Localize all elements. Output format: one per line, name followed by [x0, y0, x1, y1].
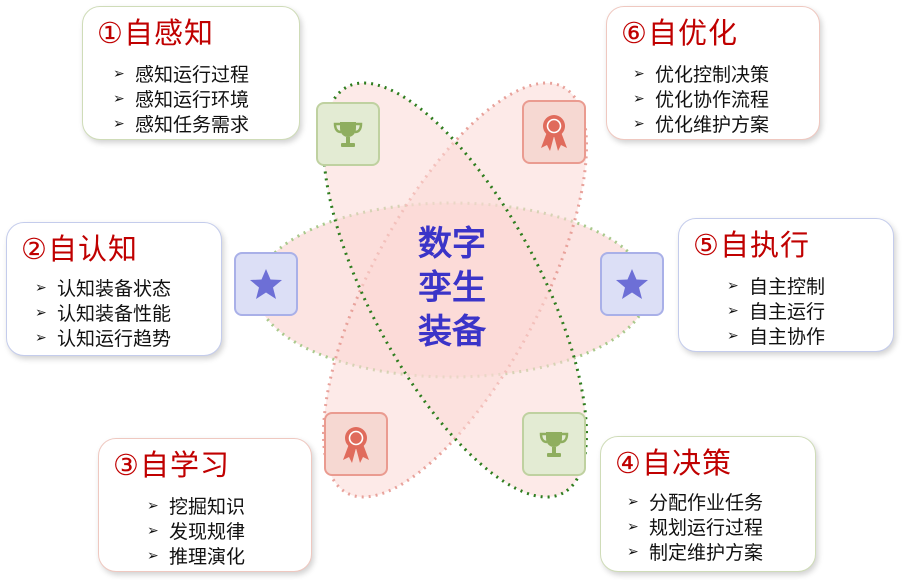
- bullet-arrow-icon: ➢: [113, 90, 125, 107]
- card-title: ③自学习: [113, 448, 230, 482]
- list-item: ➢ 制定维护方案: [627, 539, 763, 564]
- card-item-list: ➢ 感知运行过程 ➢ 感知运行环境 ➢ 感知任务需求: [113, 61, 249, 136]
- card-self-execution: ⑤自执行 ➢ 自主控制 ➢ 自主运行 ➢ 自主协作: [678, 218, 894, 352]
- item-text: 认知运行趋势: [57, 328, 172, 350]
- item-text: 感知任务需求: [135, 114, 250, 136]
- item-text: 认知装备状态: [57, 278, 172, 300]
- item-text: 优化协作流程: [655, 89, 770, 111]
- tilted-ellipse-green: [322, 81, 588, 499]
- item-text: 感知运行环境: [135, 89, 250, 111]
- award-ribbon-icon: [343, 427, 369, 463]
- card-title: ②自认知: [21, 232, 138, 266]
- list-item: ➢ 感知运行环境: [113, 86, 249, 111]
- bullet-arrow-icon: ➢: [727, 302, 739, 319]
- card-self-decision: ④自决策 ➢ 分配作业任务 ➢ 规划运行过程 ➢ 制定维护方案: [600, 436, 816, 572]
- card-title: ⑥自优化: [621, 16, 738, 50]
- bullet-arrow-icon: ➢: [147, 497, 159, 514]
- card-item-list: ➢ 分配作业任务 ➢ 规划运行过程 ➢ 制定维护方案: [627, 489, 763, 564]
- item-text: 分配作业任务: [649, 492, 764, 514]
- list-item: ➢ 认知装备状态: [35, 275, 171, 300]
- trophy-box-top-left: [316, 102, 380, 166]
- bullet-arrow-icon: ➢: [113, 65, 125, 82]
- trophy-icon: [333, 122, 363, 147]
- star-icon: [250, 269, 282, 299]
- list-item: ➢ 发现规律: [147, 518, 245, 543]
- list-item: ➢ 优化控制决策: [633, 61, 769, 86]
- bullet-arrow-icon: ➢: [633, 65, 645, 82]
- card-self-cognition: ②自认知 ➢ 认知装备状态 ➢ 认知装备性能 ➢ 认知运行趋势: [6, 222, 222, 356]
- item-text: 自主控制: [749, 276, 826, 298]
- bullet-arrow-icon: ➢: [633, 90, 645, 107]
- trophy-icon: [539, 432, 569, 457]
- item-text: 推理演化: [169, 546, 246, 568]
- list-item: ➢ 认知运行趋势: [35, 325, 171, 350]
- card-item-list: ➢ 自主控制 ➢ 自主运行 ➢ 自主协作: [727, 273, 825, 348]
- bullet-arrow-icon: ➢: [627, 543, 639, 560]
- list-item: ➢ 认知装备性能: [35, 300, 171, 325]
- list-item: ➢ 感知任务需求: [113, 111, 249, 136]
- list-item: ➢ 挖掘知识: [147, 493, 245, 518]
- list-item: ➢ 分配作业任务: [627, 489, 763, 514]
- star-icon: [616, 269, 648, 299]
- list-item: ➢ 自主协作: [727, 323, 825, 348]
- card-item-list: ➢ 优化控制决策 ➢ 优化协作流程 ➢ 优化维护方案: [633, 61, 769, 136]
- card-self-perception: ①自感知 ➢ 感知运行过程 ➢ 感知运行环境 ➢ 感知任务需求: [82, 6, 300, 140]
- award-box-bottom-left: [324, 412, 388, 476]
- bullet-arrow-icon: ➢: [113, 115, 125, 132]
- award-ribbon-icon: [541, 115, 567, 151]
- center-title-line-3: 装备: [418, 312, 486, 352]
- bullet-arrow-icon: ➢: [627, 493, 639, 510]
- item-text: 自主协作: [749, 326, 826, 348]
- center-title-line-1: 数字: [418, 224, 486, 264]
- bullet-arrow-icon: ➢: [147, 547, 159, 564]
- star-box-right: [600, 252, 664, 316]
- card-title: ⑤自执行: [693, 228, 810, 262]
- bullet-arrow-icon: ➢: [633, 115, 645, 132]
- item-text: 感知运行过程: [135, 64, 250, 86]
- list-item: ➢ 规划运行过程: [627, 514, 763, 539]
- card-title: ④自决策: [615, 446, 732, 480]
- bullet-arrow-icon: ➢: [627, 518, 639, 535]
- list-item: ➢ 自主控制: [727, 273, 825, 298]
- list-item: ➢ 感知运行过程: [113, 61, 249, 86]
- card-self-learning: ③自学习 ➢ 挖掘知识 ➢ 发现规律 ➢ 推理演化: [98, 438, 312, 572]
- item-text: 规划运行过程: [649, 517, 764, 539]
- card-item-list: ➢ 认知装备状态 ➢ 认知装备性能 ➢ 认知运行趋势: [35, 275, 171, 350]
- bullet-arrow-icon: ➢: [727, 277, 739, 294]
- trophy-box-bottom-right: [522, 412, 586, 476]
- center-title: 数字 孪生 装备: [400, 222, 504, 354]
- bullet-arrow-icon: ➢: [35, 279, 47, 296]
- item-text: 制定维护方案: [649, 542, 764, 564]
- bullet-arrow-icon: ➢: [727, 327, 739, 344]
- list-item: ➢ 推理演化: [147, 543, 245, 568]
- bullet-arrow-icon: ➢: [35, 304, 47, 321]
- award-box-top-right: [522, 100, 586, 164]
- item-text: 认知装备性能: [57, 303, 172, 325]
- bullet-arrow-icon: ➢: [147, 522, 159, 539]
- card-self-optimization: ⑥自优化 ➢ 优化控制决策 ➢ 优化协作流程 ➢ 优化维护方案: [606, 6, 820, 140]
- item-text: 发现规律: [169, 521, 246, 543]
- list-item: ➢ 优化维护方案: [633, 111, 769, 136]
- list-item: ➢ 自主运行: [727, 298, 825, 323]
- list-item: ➢ 优化协作流程: [633, 86, 769, 111]
- card-item-list: ➢ 挖掘知识 ➢ 发现规律 ➢ 推理演化: [147, 493, 245, 568]
- bullet-arrow-icon: ➢: [35, 329, 47, 346]
- card-title: ①自感知: [97, 16, 214, 50]
- item-text: 优化控制决策: [655, 64, 770, 86]
- star-box-left: [234, 252, 298, 316]
- center-title-line-2: 孪生: [418, 268, 486, 308]
- item-text: 挖掘知识: [169, 496, 246, 518]
- item-text: 自主运行: [749, 301, 826, 323]
- item-text: 优化维护方案: [655, 114, 770, 136]
